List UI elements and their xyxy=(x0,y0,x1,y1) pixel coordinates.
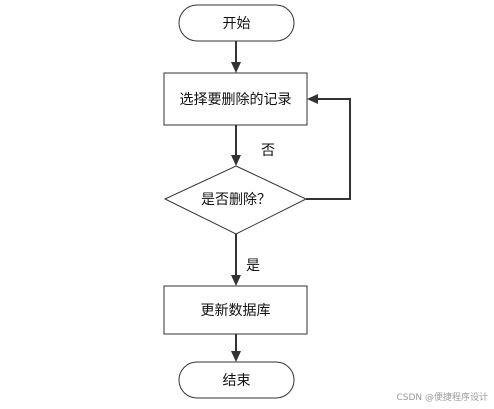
arrowhead-decision-to-update xyxy=(231,275,241,286)
no-label: 否 xyxy=(261,143,275,159)
update-database-box xyxy=(163,285,308,335)
end-label: 结束 xyxy=(223,373,251,389)
yes-label: 是 xyxy=(246,258,260,274)
edge-decision-loop-back xyxy=(306,98,351,200)
decision-label: 是否删除？ xyxy=(201,192,271,208)
arrowhead-select-to-decision xyxy=(231,155,241,166)
end-terminator xyxy=(178,361,295,399)
watermark: CSDN @便捷程序设计 xyxy=(396,393,488,403)
start-label: 开始 xyxy=(223,16,251,32)
update-database-label: 更新数据库 xyxy=(201,303,271,319)
select-record-box xyxy=(163,72,308,126)
arrowhead-update-to-end xyxy=(231,351,241,362)
arrowhead-loop-back xyxy=(307,94,318,104)
select-record-label: 选择要删除的记录 xyxy=(180,92,292,108)
arrowhead-start-to-select xyxy=(231,62,241,73)
